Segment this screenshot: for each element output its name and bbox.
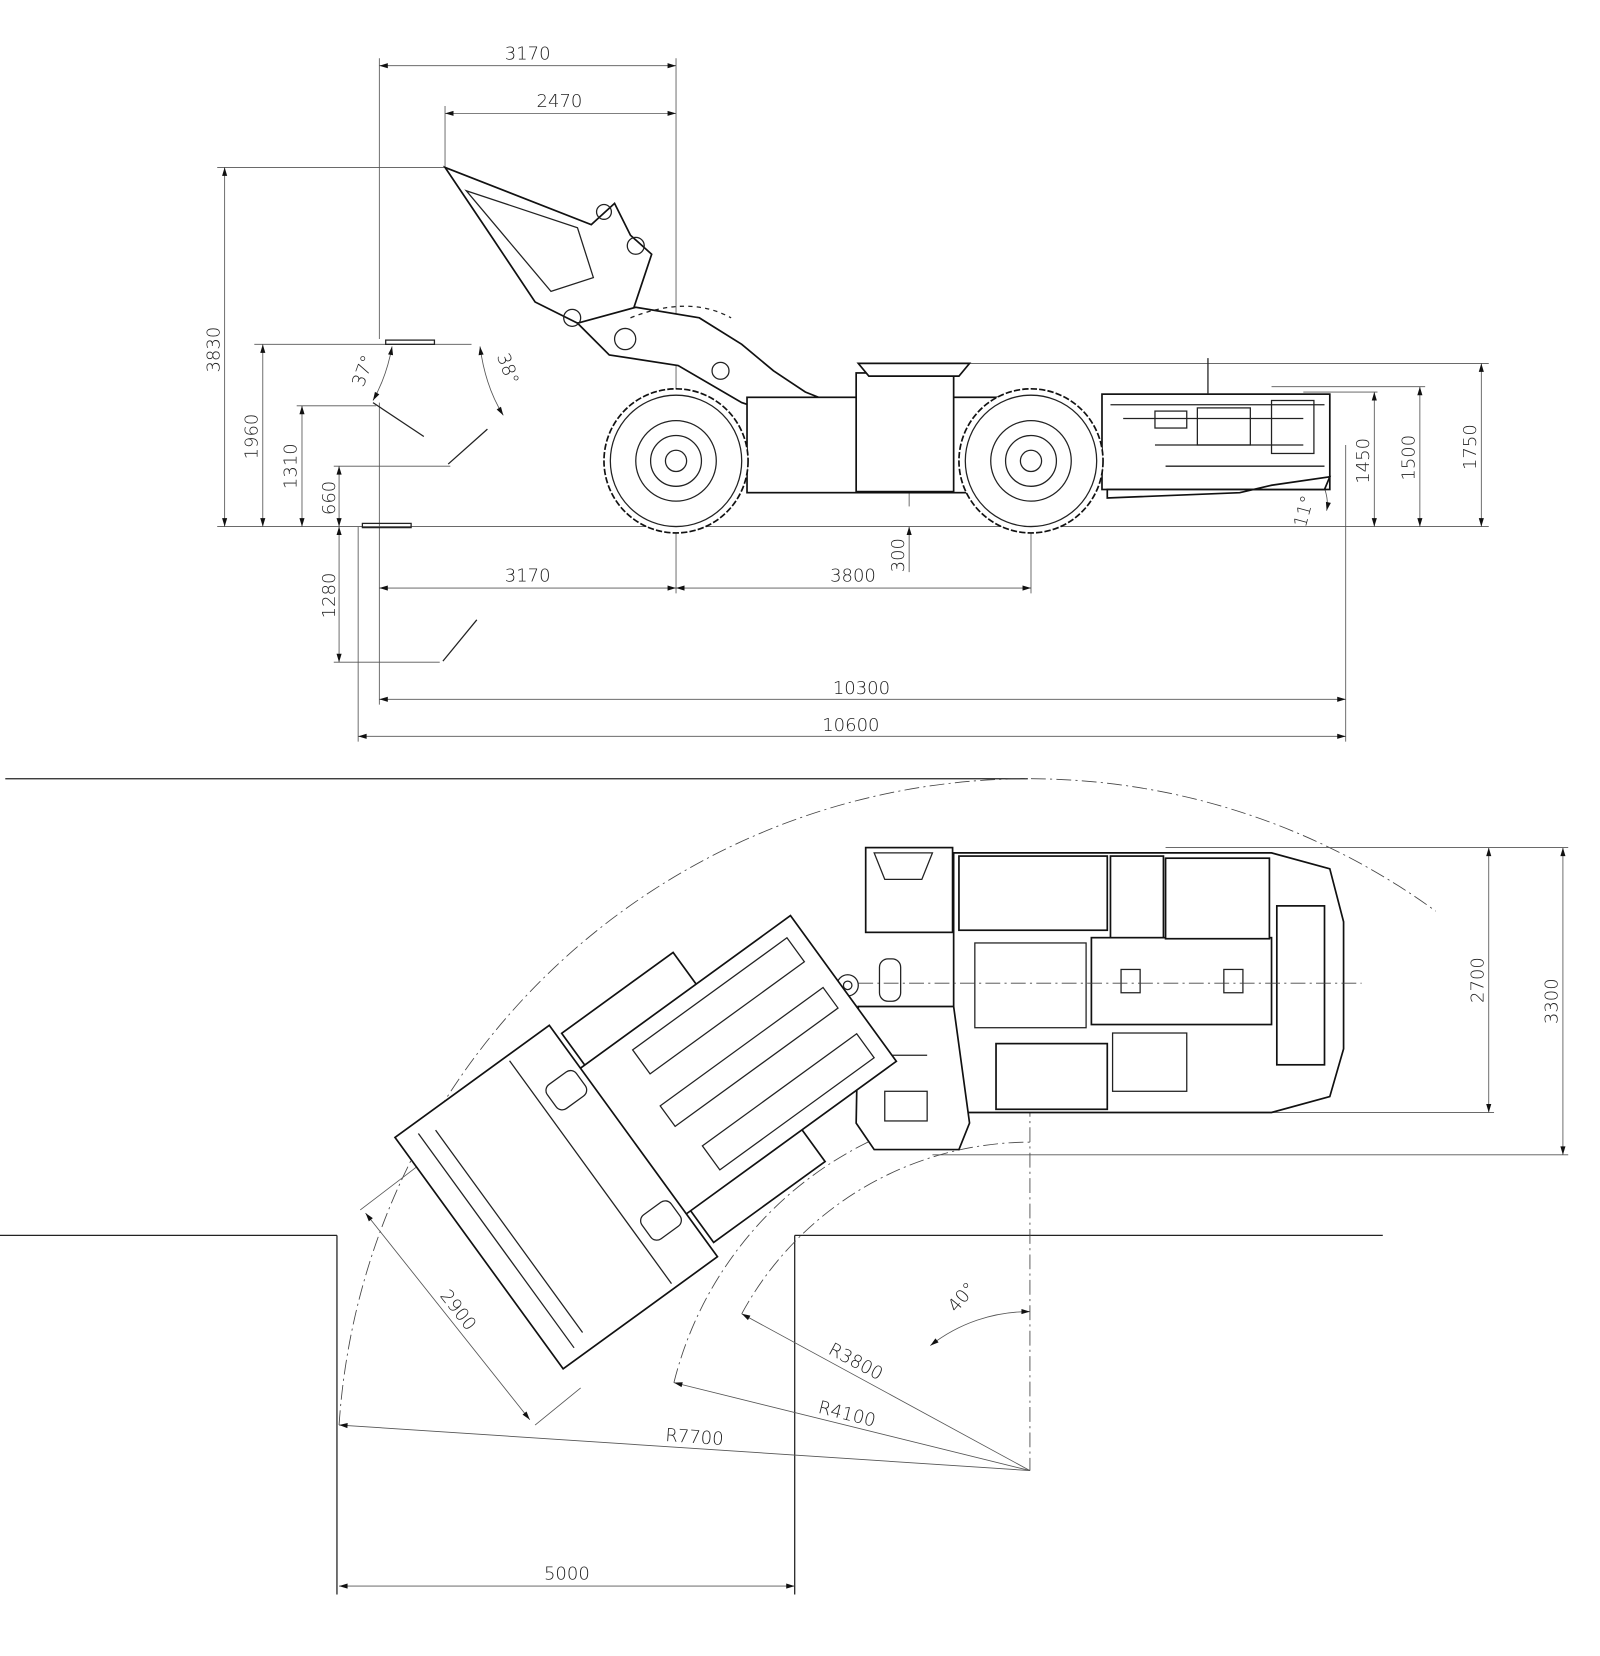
dim-width-3300: 3300 xyxy=(1542,978,1563,1024)
dim-reach-top: 3170 xyxy=(505,43,551,64)
dim-height-raised: 3830 xyxy=(203,327,224,373)
front-wheel xyxy=(603,387,749,534)
front-frame-plan xyxy=(393,914,898,1371)
bucket xyxy=(442,165,653,325)
bucket-edge-positions xyxy=(361,339,488,662)
dim-wheelbase: 3800 xyxy=(830,566,876,587)
dim-radius-outer: R7700 xyxy=(665,1425,725,1450)
dim-angle-37: 37° xyxy=(348,352,379,389)
dim-length-10300: 10300 xyxy=(833,678,890,699)
dim-articulation-angle: 40° xyxy=(944,1279,981,1317)
dim-height-1750: 1750 xyxy=(1460,424,1481,470)
rear-frame-plan xyxy=(836,846,1362,1151)
engine-compartment xyxy=(1101,393,1331,491)
dim-radius-inner: R3800 xyxy=(825,1339,886,1385)
dim-bucket-width: 2900 xyxy=(435,1286,480,1335)
rear-tire-right xyxy=(995,1042,1109,1111)
dim-width-2700: 2700 xyxy=(1467,957,1488,1003)
rear-tire-left xyxy=(958,855,1109,932)
side-view: 3170 2470 3830 1960 1310 660 1280 37° 38… xyxy=(203,43,1489,742)
dim-departure-angle: 11° xyxy=(1290,493,1319,529)
articulation-box xyxy=(855,372,955,493)
dim-dig-depth: 1280 xyxy=(319,573,340,619)
rear-wheel xyxy=(958,387,1104,534)
dim-height-1500: 1500 xyxy=(1399,435,1420,481)
dim-reach-dump: 2470 xyxy=(537,91,583,112)
dim-radius-mid: R4100 xyxy=(816,1397,878,1431)
dim-height-1450: 1450 xyxy=(1353,438,1374,484)
dim-aisle-width: 5000 xyxy=(544,1564,590,1585)
outer-turning-arc xyxy=(338,778,1437,1426)
dim-front-axle: 3170 xyxy=(505,566,551,587)
loader-side-silhouette xyxy=(442,165,1332,534)
dim-height-1960: 1960 xyxy=(241,414,262,460)
plan-view: 5000 R7700 R4100 R3800 40° 2900 2700 330… xyxy=(0,778,1569,1595)
dim-height-660: 660 xyxy=(319,481,340,515)
bucket-plan xyxy=(393,1024,719,1371)
dim-ground-clearance: 300 xyxy=(888,538,909,572)
dim-angle-38: 38° xyxy=(492,350,523,387)
dim-height-1310: 1310 xyxy=(281,443,302,489)
dim-length-10600: 10600 xyxy=(822,715,879,736)
